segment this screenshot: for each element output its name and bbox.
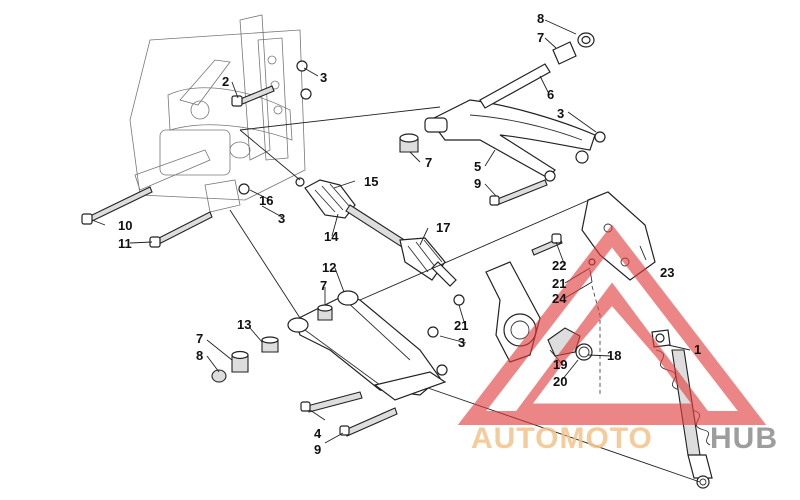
- drive-axle: [295, 177, 457, 287]
- callout-label: 9: [474, 176, 481, 191]
- callout-label: 8: [537, 11, 544, 26]
- frame-bolts: [81, 60, 312, 248]
- callout-label: 3: [278, 211, 285, 226]
- watermark-text: AUTOMOTO HUB: [471, 422, 778, 455]
- callout-label: 2: [222, 74, 229, 89]
- callout-label: 7: [320, 278, 327, 293]
- callout-label: 3: [458, 335, 465, 350]
- callout-label: 7: [425, 155, 432, 170]
- callout-label: 16: [259, 193, 273, 208]
- callout-label: 9: [314, 442, 321, 457]
- callout-label: 4: [314, 426, 322, 441]
- upper-a-arm: [424, 99, 596, 182]
- callout-label: 1: [694, 342, 701, 357]
- callout-label: 21: [454, 318, 468, 333]
- callout-label: 10: [118, 218, 132, 233]
- upper-pivot-shaft: [399, 32, 606, 206]
- callout-label: 15: [364, 174, 378, 189]
- watermark-text-primary: AUTOMOTO: [471, 422, 653, 455]
- callout-label: 5: [474, 159, 481, 174]
- callout-label: 24: [552, 291, 567, 306]
- callout-label: 7: [196, 331, 203, 346]
- callout-leaders: [91, 19, 691, 444]
- callout-label: 3: [557, 106, 564, 121]
- callout-label: 8: [196, 348, 203, 363]
- engine-frame-assembly: [129, 14, 306, 213]
- callout-label: 6: [547, 87, 554, 102]
- callout-label: 22: [552, 258, 566, 273]
- watermark-logo: [457, 224, 767, 425]
- watermark-text-secondary: HUB: [710, 422, 778, 455]
- callout-label: 12: [322, 260, 336, 275]
- callout-label: 14: [324, 229, 339, 244]
- callout-label: 23: [660, 265, 674, 280]
- callout-label: 18: [607, 348, 621, 363]
- callout-label: 20: [553, 374, 567, 389]
- reference-lines: [229, 106, 701, 483]
- callout-label: 7: [537, 30, 544, 45]
- lower-pivot-parts: [211, 304, 439, 437]
- callout-label: 11: [118, 236, 132, 251]
- callout-label: 3: [320, 70, 327, 85]
- callout-label: 21: [552, 276, 566, 291]
- callout-labels: 1 2 3 3 3 3 4 5 6 7 7 7 7 8 8 9 9 10 11 …: [118, 11, 701, 457]
- callout-label: 13: [237, 317, 251, 332]
- watermark-triangle-icon: [457, 224, 767, 425]
- lower-a-arm: [287, 290, 448, 401]
- callout-label: 19: [553, 357, 567, 372]
- callout-label: 17: [436, 220, 450, 235]
